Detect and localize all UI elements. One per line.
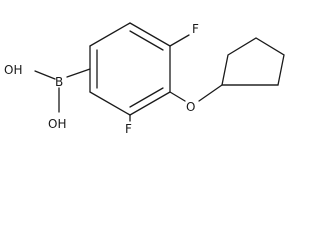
ring-bond-c1-c6	[89, 22, 131, 47]
hydroxyl-top-label: OH	[4, 63, 22, 77]
boronic-acid-group: B OH OH	[4, 63, 91, 131]
bond-ring-ether-oxygen	[169, 91, 186, 102]
bond-ring-boron	[66, 68, 91, 78]
benzene-ring	[89, 22, 171, 116]
bond-ring-fluorine-top	[169, 34, 190, 47]
boron-atom-label: B	[55, 75, 63, 89]
chemical-structure-diagram: B OH OH F F O	[4, 22, 285, 136]
ring-double-bond-inner-right-top	[129, 30, 164, 51]
bond-oxygen-cyclopentyl	[198, 84, 223, 102]
fluorine-bottom-label: F	[125, 122, 132, 136]
ring-double-bond-inner-right-bottom	[129, 87, 164, 108]
ring-bond-c6-c5	[129, 22, 171, 47]
cyclopentane-ring	[221, 37, 285, 86]
bond-boron-oh-top	[34, 70, 56, 80]
fluorine-substituents: F F	[125, 22, 199, 136]
hydroxyl-bottom-label: OH	[48, 117, 66, 131]
ether-oxygen-label: O	[186, 100, 195, 114]
ring-bond-c3-c2	[89, 91, 131, 116]
cyclopentyloxy-group: O	[169, 37, 285, 114]
fluorine-top-label: F	[192, 22, 199, 36]
ring-bond-c4-c3	[129, 91, 171, 116]
